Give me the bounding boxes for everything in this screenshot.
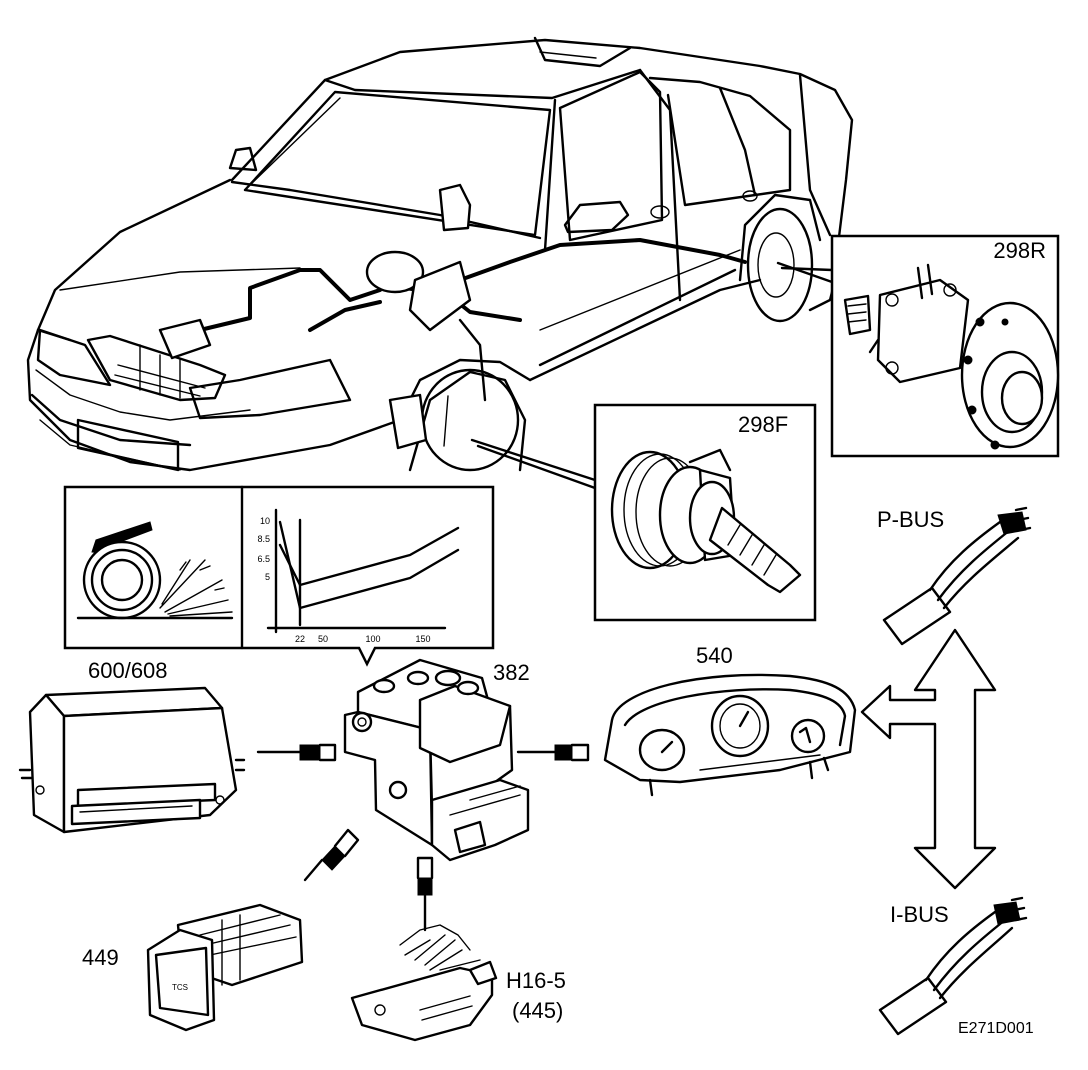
inset-tcs-chart: 10 8.5 6.5 5 22 50 100 150 [63,485,495,667]
tcs-button-text: TCS [172,983,188,992]
spinning-wheel-icon [76,521,234,620]
label-i-bus: I-BUS [890,902,949,927]
label-298r: 298R [993,238,1046,263]
p-bus-connector: P-BUS [877,506,1032,646]
bus-arrows [860,628,997,890]
instrument-cluster: 540 [603,643,857,797]
car-illustration [26,36,854,472]
label-298f: 298F [738,412,788,437]
slip-graph: 10 8.5 6.5 5 22 50 100 150 [257,508,460,644]
front-cv-joint-icon [610,448,802,594]
label-445: (445) [512,998,563,1023]
diagnostic-connector: H16-5 (445) [350,924,566,1042]
figure-code: E271D001 [958,1020,1034,1037]
x-tick-50: 50 [318,634,328,644]
label-382: 382 [493,660,530,685]
label-p-bus: P-BUS [877,507,944,532]
inset-rear-wheel-sensor: 298R [776,234,1060,458]
label-600-608: 600/608 [88,658,168,683]
ecu-module: 600/608 [18,658,246,834]
tcs-switch: 449 TCS [82,903,304,1032]
connections [256,743,590,932]
label-540: 540 [696,643,733,668]
rear-hub-icon [843,263,1060,450]
y-tick-8-5: 8.5 [257,534,270,544]
inset-frame-chart [63,485,495,667]
inset-front-wheel-sensor: 298F [470,403,817,622]
abs-hydraulic-unit: 382 [343,658,530,862]
i-bus-connector: I-BUS [878,896,1028,1036]
x-tick-22: 22 [295,634,305,644]
x-tick-150: 150 [415,634,430,644]
bus-arrow-icon [860,628,997,890]
y-tick-10: 10 [260,516,270,526]
y-tick-6-5: 6.5 [257,554,270,564]
label-h16-5: H16-5 [506,968,566,993]
y-tick-5: 5 [265,572,270,582]
x-tick-100: 100 [365,634,380,644]
label-449: 449 [82,945,119,970]
